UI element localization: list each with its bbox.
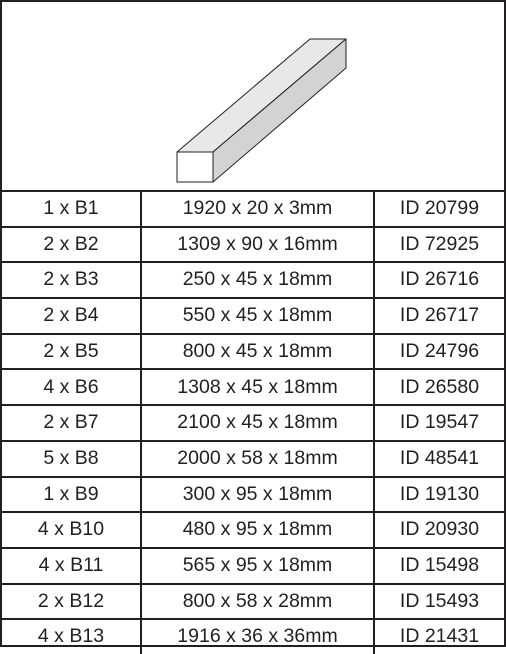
part-quantity-cell: 2 x B5 <box>2 333 142 371</box>
part-dimensions-cell: 800 x 58 x 28mm <box>141 583 375 621</box>
part-dimensions-cell: 800 x 45 x 18mm <box>141 333 375 371</box>
part-dimensions-cell: 1308 x 45 x 18mm <box>141 369 375 407</box>
part-id-cell: ID 19130 <box>374 476 504 514</box>
part-quantity-cell: 1 x B9 <box>2 476 142 514</box>
part-id-cell: ID 26717 <box>374 298 504 335</box>
part-dimensions-cell: 480 x 95 x 18mm <box>141 512 375 549</box>
part-id-cell: ID 26716 <box>374 262 504 300</box>
part-id-cell: ID 15498 <box>374 547 504 585</box>
part-id-cell: ID 21431 <box>399 625 480 648</box>
part-quantity-cell: 4 x B13 <box>2 619 142 654</box>
part-quantity-cell: 1 x B1 <box>2 192 142 228</box>
part-id-cell: ID 19547 <box>374 405 504 442</box>
part-id-cell: ID 20799 <box>374 192 504 228</box>
part-id-cell: ID 72925 <box>374 226 504 264</box>
part-quantity-cell: 2 x B3 <box>2 262 142 300</box>
wooden-board-icon <box>176 38 347 183</box>
part-quantity-cell: 2 x B2 <box>2 226 142 264</box>
part-id-cell: ID 20930 <box>374 512 504 549</box>
illustration-panel <box>2 2 504 192</box>
part-dimensions-cell: 2100 x 45 x 18mm <box>141 405 375 442</box>
part-dimensions-cell: 300 x 95 x 18mm <box>141 476 375 514</box>
part-quantity-cell: 4 x B11 <box>2 547 142 585</box>
part-quantity-cell: 4 x B6 <box>2 369 142 407</box>
part-dimensions-cell: 1309 x 90 x 16mm <box>141 226 375 264</box>
part-id-cell: ID 24796 <box>374 333 504 371</box>
part-dimensions-cell: 1916 x 36 x 36mm <box>141 619 375 654</box>
part-quantity-cell: 5 x B8 <box>2 440 142 478</box>
part-dimensions-cell: 1920 x 20 x 3mm <box>141 192 375 228</box>
part-quantity-cell: 2 x B12 <box>2 583 142 621</box>
part-dimensions-cell: 2000 x 58 x 18mm <box>141 440 375 478</box>
part-quantity-cell: 4 x B10 <box>2 512 142 549</box>
part-dimensions-cell: 550 x 45 x 18mm <box>141 298 375 335</box>
part-id-cell: ID 26580 <box>374 369 504 407</box>
part-dimensions-cell: 250 x 45 x 18mm <box>141 262 375 300</box>
part-dimensions-cell: 565 x 95 x 18mm <box>141 547 375 585</box>
part-id-cell: ID 48541 <box>374 440 504 478</box>
part-quantity-cell: 2 x B7 <box>2 405 142 442</box>
part-quantity-cell: 2 x B4 <box>2 298 142 335</box>
part-id-cell: ID 15493 <box>374 583 504 621</box>
